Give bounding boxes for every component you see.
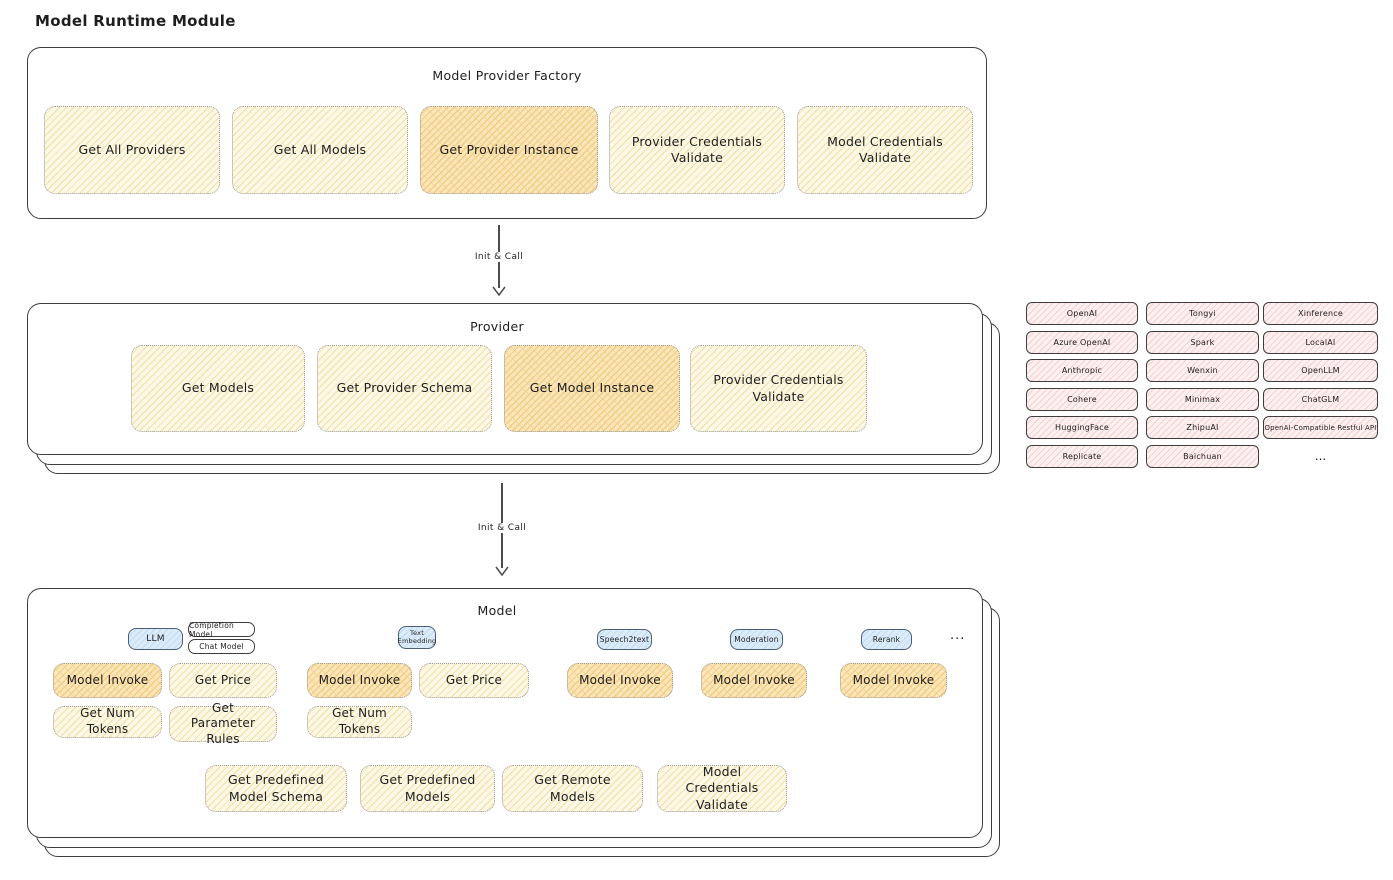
factory-node-get-provider-instance: Get Provider Instance [420, 106, 598, 194]
provider-pill-cohere: Cohere [1026, 387, 1138, 411]
model-type-tag-speech2text: Speech2text [597, 629, 652, 650]
factory-node-model-credentials-validate: Model Credentials Validate [797, 106, 973, 194]
provider-pill-openai: OpenAI [1026, 302, 1138, 325]
provider-node-get-model-instance: Get Model Instance [504, 345, 680, 432]
model-type-tag-text-embedding: Text Embedding [398, 626, 436, 649]
model-op-get-predefined-models: Get Predefined Models [360, 765, 495, 812]
model-type-tag-rerank: Rerank [861, 629, 912, 650]
factory-title: Model Provider Factory [432, 68, 582, 83]
provider-pill-minimax: Minimax [1146, 387, 1259, 411]
provider-pill-chatglm: ChatGLM [1263, 387, 1378, 411]
model-type-tag-completion-model: Completion Model [188, 621, 255, 639]
llm-op-get-num-tokens: Get Num Tokens [53, 706, 162, 738]
arrow-label-init-call-1: Init & Call [470, 252, 528, 262]
provider-pill-spark: Spark [1146, 330, 1259, 354]
provider-pill-replicate: Replicate [1026, 444, 1138, 468]
provider-pill-zhipuai: ZhipuAI [1146, 416, 1259, 440]
provider-pill-localai: LocalAI [1263, 330, 1378, 354]
provider-pill-openllm: OpenLLM [1263, 359, 1378, 383]
speech2text-op-model-invoke: Model Invoke [567, 663, 673, 698]
model-type-tag-moderation: Moderation [730, 629, 783, 650]
provider-node-get-provider-schema: Get Provider Schema [317, 345, 492, 432]
provider-node-get-models: Get Models [131, 345, 305, 432]
provider-node-provider-credentials-validate: Provider Credentials Validate [690, 345, 867, 432]
provider-pill-tongyi: Tongyi [1146, 302, 1259, 325]
llm-op-get-parameter-rules: Get Parameter Rules [169, 701, 277, 746]
model-op-get-remote-models: Get Remote Models [502, 765, 643, 812]
factory-node-get-all-providers: Get All Providers [44, 106, 220, 194]
model-type-tag-chat-model: Chat Model [188, 639, 255, 654]
provider-list-more: ... [1314, 449, 1327, 464]
provider-pill-wenxin: Wenxin [1146, 359, 1259, 383]
arrow-label-init-call-2: Init & Call [473, 523, 531, 533]
provider-pill-xinference: Xinference [1263, 302, 1378, 325]
provider-list-column-3: Xinference LocalAI OpenLLM ChatGLM OpenA… [1263, 302, 1378, 468]
arrow-head-2 [495, 566, 509, 576]
moderation-op-model-invoke: Model Invoke [701, 663, 807, 698]
arrow-head-1 [492, 286, 506, 296]
llm-op-model-invoke: Model Invoke [53, 663, 162, 698]
model-op-model-credentials-validate: Model Credentials Validate [657, 764, 787, 812]
text-embedding-op-model-invoke: Model Invoke [307, 663, 412, 698]
rerank-op-model-invoke: Model Invoke [840, 663, 947, 698]
factory-node-provider-credentials-validate: Provider Credentials Validate [609, 106, 785, 194]
provider-pill-openai-compatible: OpenAI-Compatible Restful API [1263, 416, 1378, 440]
provider-list-column-2: Tongyi Spark Wenxin Minimax ZhipuAI Baic… [1146, 302, 1259, 468]
provider-list-column-1: OpenAI Azure OpenAI Anthropic Cohere Hug… [1026, 302, 1138, 468]
factory-node-get-all-models: Get All Models [232, 106, 408, 194]
model-types-more: ... [950, 628, 966, 643]
provider-pill-azure-openai: Azure OpenAI [1026, 330, 1138, 354]
text-embedding-op-get-num-tokens: Get Num Tokens [307, 706, 412, 738]
model-op-get-predefined-model-schema: Get Predefined Model Schema [205, 765, 347, 812]
provider-title: Provider [470, 319, 524, 334]
model-type-tag-llm: LLM [128, 628, 183, 650]
page-title: Model Runtime Module [35, 12, 236, 30]
text-embedding-op-get-price: Get Price [419, 663, 529, 698]
model-title: Model [477, 603, 517, 618]
llm-op-get-price: Get Price [169, 663, 277, 698]
provider-pill-anthropic: Anthropic [1026, 359, 1138, 383]
provider-pill-huggingface: HuggingFace [1026, 416, 1138, 440]
provider-pill-baichuan: Baichuan [1146, 444, 1259, 468]
